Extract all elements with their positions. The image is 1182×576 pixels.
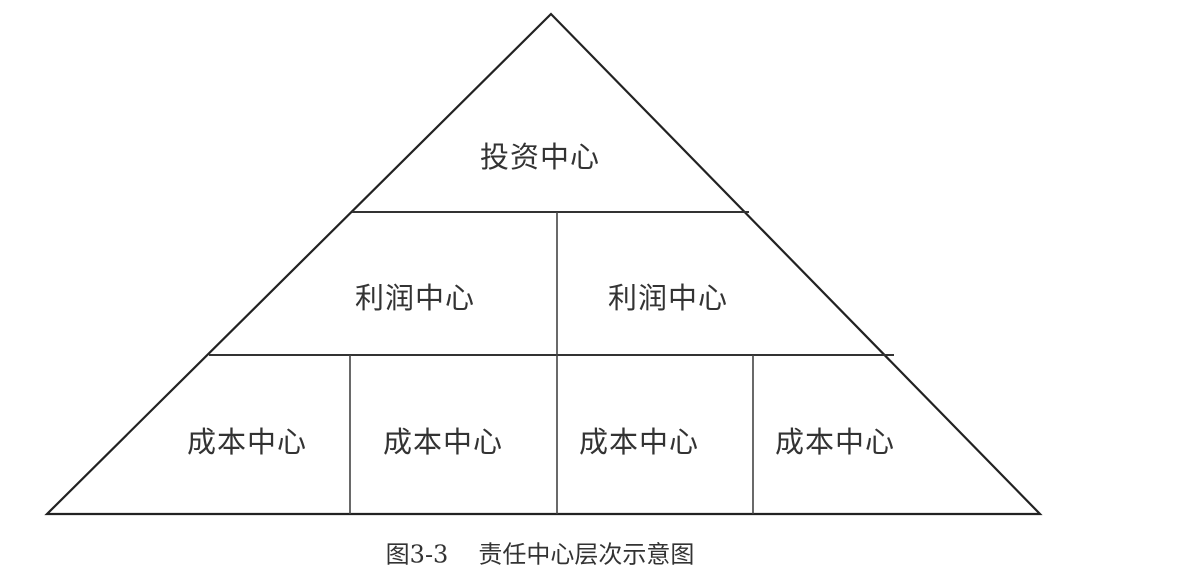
- cost-center-label-2: 成本中心: [382, 425, 504, 459]
- figure-number: 图3-3: [385, 540, 449, 569]
- figure-caption: 图3-3 责任中心层次示意图: [386, 535, 695, 570]
- profit-center-label-left: 利润中心: [354, 281, 476, 315]
- cost-center-label-1: 成本中心: [186, 425, 308, 459]
- pyramid-outline: [44, 12, 1043, 516]
- figure-title: 责任中心层次示意图: [478, 540, 695, 569]
- profit-center-label-right: 利润中心: [607, 281, 729, 315]
- cost-center-label-3: 成本中心: [578, 425, 700, 459]
- investment-center-label: 投资中心: [479, 140, 601, 174]
- cost-center-label-4: 成本中心: [774, 425, 896, 459]
